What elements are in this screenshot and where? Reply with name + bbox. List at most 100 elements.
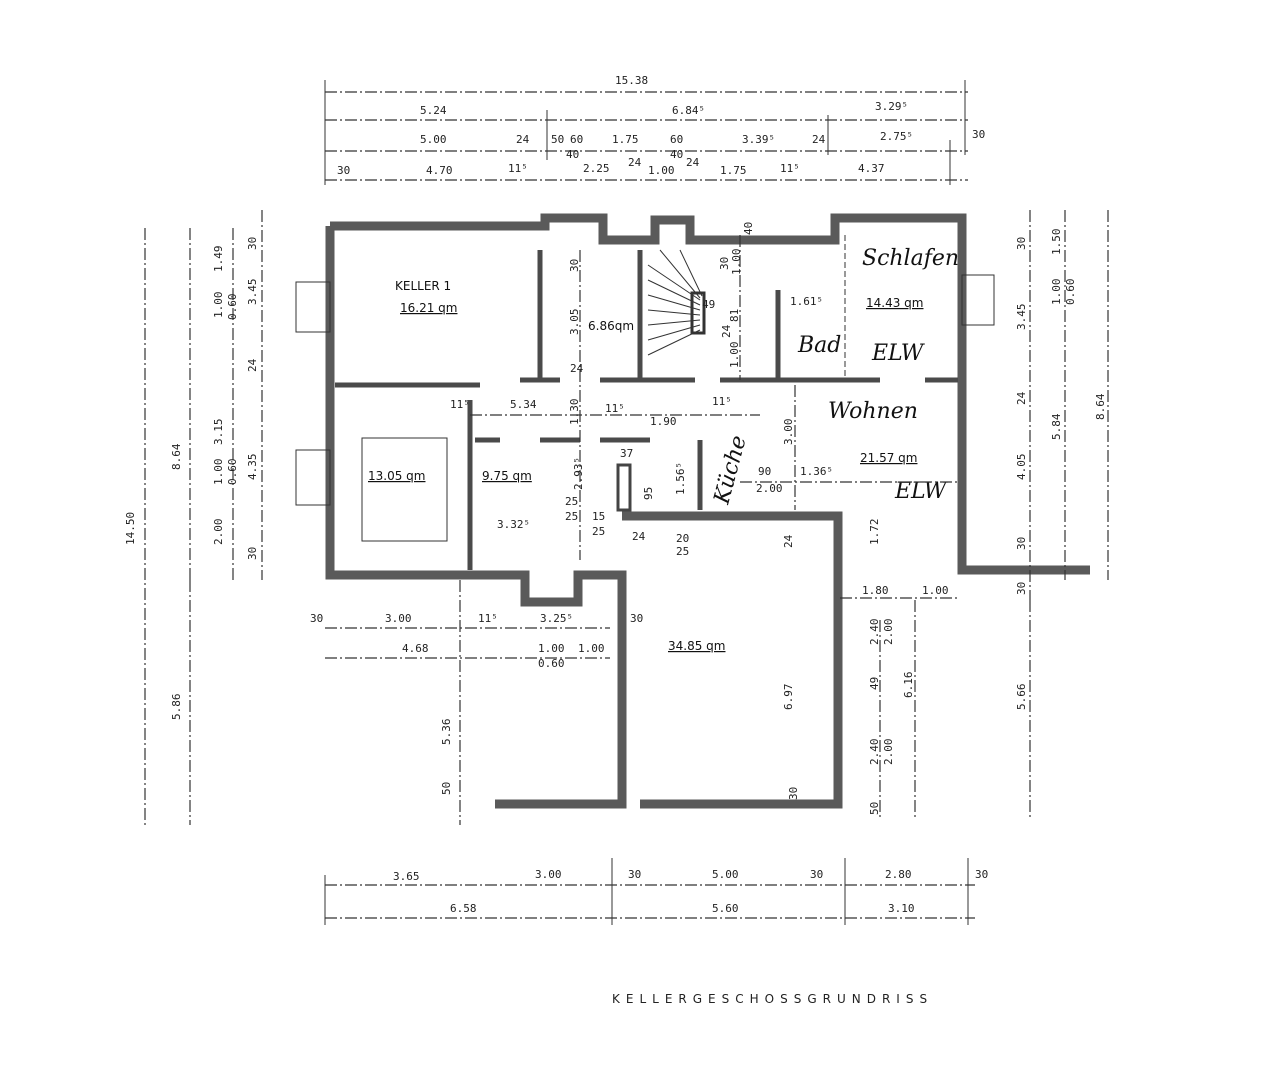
- dim-label: 5.84: [1050, 413, 1063, 440]
- dim-label: 11⁵: [712, 395, 732, 408]
- handwritten-labels: Schlafen Bad ELW Wohnen Küche ELW: [709, 246, 959, 508]
- dim-label: 50: [440, 782, 453, 795]
- dim-label: 30: [1015, 537, 1028, 550]
- room-keller1-name: KELLER 1: [395, 279, 451, 293]
- dim-label: 4.70: [426, 164, 453, 177]
- dim-label: 20: [676, 532, 689, 545]
- dim-label: 3.32⁵: [497, 518, 530, 531]
- dim-label: 40: [742, 222, 755, 235]
- dim-label: 1.75: [612, 133, 639, 146]
- dim-label: 30: [972, 128, 985, 141]
- room-wohnen-area: 21.57 qm: [860, 451, 917, 465]
- dim-label: 30: [787, 787, 800, 800]
- dim-label: 3.00: [782, 419, 795, 446]
- dim-label: 5.24: [420, 104, 447, 117]
- dim-label: 1.49: [212, 246, 225, 273]
- dim-label: 81: [728, 309, 741, 322]
- dim-label: 5.60: [712, 902, 739, 915]
- dim-label: 60: [670, 133, 683, 146]
- dim-label: 5.86: [170, 694, 183, 721]
- dim-label: 5.66: [1015, 684, 1028, 711]
- dim-label: 1.90: [650, 415, 677, 428]
- dim-label: 11⁵: [478, 612, 498, 625]
- dim-label: 0.60: [226, 294, 239, 321]
- dim-label: 3.29⁵: [875, 100, 908, 113]
- room-left-area: 13.05 qm: [368, 469, 425, 483]
- dim-label: 25: [676, 545, 689, 558]
- label-kueche: Küche: [709, 433, 751, 508]
- interior-dimensions: 30 3.05 24 11⁵ 5.34 1.30 11⁵ 1.90 11⁵ 2.…: [450, 222, 960, 820]
- dim-label: 50: [868, 802, 881, 815]
- dim-label: 24: [570, 362, 584, 375]
- dim-label: 3.15: [212, 419, 225, 446]
- room-storage-area: 6.86qm: [588, 319, 634, 333]
- dim-label: 3.45: [1015, 304, 1028, 331]
- dim-label: 1.00: [1050, 279, 1063, 306]
- dim-label: 1.36⁵: [800, 465, 833, 478]
- dim-label: 3.45: [246, 279, 259, 306]
- dim-label: 1.00: [538, 642, 565, 655]
- dim-label: 24: [686, 156, 700, 169]
- dim-label: 15: [592, 510, 605, 523]
- dim-label: 30: [246, 547, 259, 560]
- label-schlafen: Schlafen: [862, 246, 959, 271]
- dim-label: 2.80: [885, 868, 912, 881]
- dim-label: 24: [812, 133, 826, 146]
- dim-label: 50: [551, 133, 564, 146]
- label-elw-1: ELW: [871, 341, 926, 366]
- dim-label: 1.56⁵: [674, 462, 687, 495]
- dim-label: 2.40: [868, 619, 881, 646]
- dim-label: 24: [628, 156, 642, 169]
- dim-label: 30: [310, 612, 323, 625]
- dim-label: 11⁵: [508, 162, 528, 175]
- room-schlafen-area: 14.43 qm: [866, 296, 923, 310]
- dim-label: 6.58: [450, 902, 477, 915]
- dim-label: 0.60: [538, 657, 565, 670]
- dim-label: 5.00: [420, 133, 447, 146]
- dim-label: 30: [630, 612, 643, 625]
- dim-label: 24: [720, 324, 733, 338]
- dim-label: 3.00: [385, 612, 412, 625]
- dim-label: 5.00: [712, 868, 739, 881]
- dim-label: 1.00: [578, 642, 605, 655]
- label-elw-2: ELW: [894, 479, 949, 504]
- dim-label: 0.60: [226, 459, 239, 486]
- walls: [295, 213, 1090, 809]
- dim-label: 2.40: [868, 739, 881, 766]
- left-dimensions: 14.50 8.64 5.86 1.49 1.00 0.60 3.45 24 3…: [124, 210, 461, 825]
- dim-label: 1.00: [648, 164, 675, 177]
- dim-label: 11⁵: [780, 162, 800, 175]
- dim-label: 8.64: [170, 443, 183, 470]
- dim-label: 4.35: [246, 454, 259, 481]
- drawing-title: KELLERGESCHOSSGRUNDRISS: [612, 992, 933, 1006]
- dim-label: 4.05: [1015, 454, 1028, 481]
- dim-label: 49: [702, 298, 715, 311]
- dim-label: 5.36: [440, 719, 453, 746]
- dim-label: 30: [975, 868, 988, 881]
- dim-label: 30: [568, 259, 581, 272]
- dim-label: 1.72: [868, 519, 881, 546]
- dim-label: 95: [642, 487, 655, 500]
- dim-label: 30: [718, 257, 731, 270]
- dim-label: 25: [592, 525, 605, 538]
- room-mid-area: 9.75 qm: [482, 469, 532, 483]
- staircase: [647, 249, 706, 356]
- dim-label: 3.39⁵: [742, 133, 775, 146]
- dim-label: 6.16: [902, 672, 915, 699]
- dim-label: 2.00: [882, 739, 895, 766]
- dim-label: 4.37: [858, 162, 885, 175]
- dim-label: 2.00: [882, 619, 895, 646]
- bottom-dimensions: 3.65 3.00 30 5.00 30 2.80 30 6.58 5.60 3…: [324, 858, 988, 925]
- label-bad: Bad: [797, 333, 841, 358]
- dim-label: 24: [1015, 391, 1028, 405]
- dim-label: 25: [565, 495, 578, 508]
- dim-label: 4.68: [402, 642, 429, 655]
- dim-label: 0.60: [1064, 279, 1077, 306]
- right-dimensions: 30 1.50 1.00 0.60 3.45 24 4.05 5.84 8.64…: [1015, 210, 1109, 820]
- label-wohnen: Wohnen: [828, 399, 918, 424]
- dim-label: 1.00: [212, 292, 225, 319]
- dim-label: 1.30: [568, 399, 581, 426]
- dim-label: 1.00: [730, 249, 743, 276]
- dim-label: 1.00: [922, 584, 949, 597]
